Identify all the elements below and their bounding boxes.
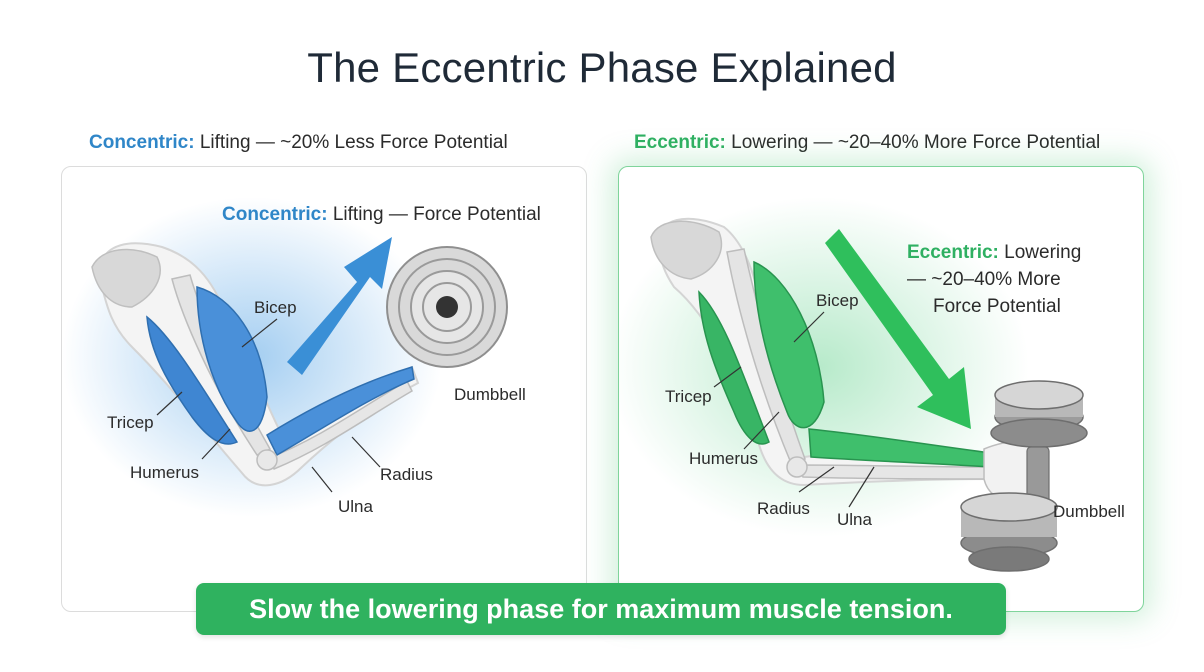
- concentric-elbow: [257, 450, 277, 470]
- page-title: The Eccentric Phase Explained: [0, 44, 1204, 92]
- concentric-panel: Concentric: Lifting — Force Potential Bi…: [61, 166, 587, 612]
- eccentric-header-keyword: Eccentric:: [634, 132, 726, 153]
- eccentric-inner-line3: Force Potential: [907, 293, 1081, 320]
- eccentric-label-bicep: Bicep: [816, 291, 859, 311]
- concentric-label-humerus: Humerus: [130, 463, 199, 483]
- eccentric-inner-line1: Eccentric: Lowering: [907, 239, 1081, 266]
- concentric-label-bicep: Bicep: [254, 298, 297, 318]
- eccentric-panel: Eccentric: Lowering — ~20–40% More Force…: [618, 166, 1144, 612]
- eccentric-header-text: Lowering — ~20–40% More Force Potential: [726, 132, 1100, 153]
- eccentric-label-radius: Radius: [757, 499, 810, 519]
- eccentric-inner-line2: — ~20–40% More: [907, 266, 1081, 293]
- concentric-inner-keyword: Concentric:: [222, 204, 328, 225]
- eccentric-label-dumbbell: Dumbbell: [1053, 502, 1125, 522]
- concentric-label-tricep: Tricep: [107, 413, 154, 433]
- eccentric-inner-title: Eccentric: Lowering — ~20–40% More Force…: [907, 239, 1081, 320]
- eccentric-label-ulna: Ulna: [837, 510, 872, 530]
- eccentric-elbow: [787, 457, 807, 477]
- concentric-inner-text: Lifting — Force Potential: [328, 204, 541, 225]
- concentric-header: Concentric: Lifting — ~20% Less Force Po…: [89, 132, 508, 154]
- concentric-header-keyword: Concentric:: [89, 132, 195, 153]
- tip-banner: Slow the lowering phase for maximum musc…: [196, 583, 1006, 635]
- concentric-inner-title: Concentric: Lifting — Force Potential: [222, 201, 541, 228]
- concentric-label-radius: Radius: [380, 465, 433, 485]
- concentric-label-ulna: Ulna: [338, 497, 373, 517]
- concentric-header-text: Lifting — ~20% Less Force Potential: [195, 132, 508, 153]
- eccentric-label-tricep: Tricep: [665, 387, 712, 407]
- eccentric-header: Eccentric: Lowering — ~20–40% More Force…: [634, 132, 1100, 154]
- eccentric-inner-keyword: Eccentric:: [907, 242, 999, 263]
- concentric-label-dumbbell: Dumbbell: [454, 385, 526, 405]
- eccentric-label-humerus: Humerus: [689, 449, 758, 469]
